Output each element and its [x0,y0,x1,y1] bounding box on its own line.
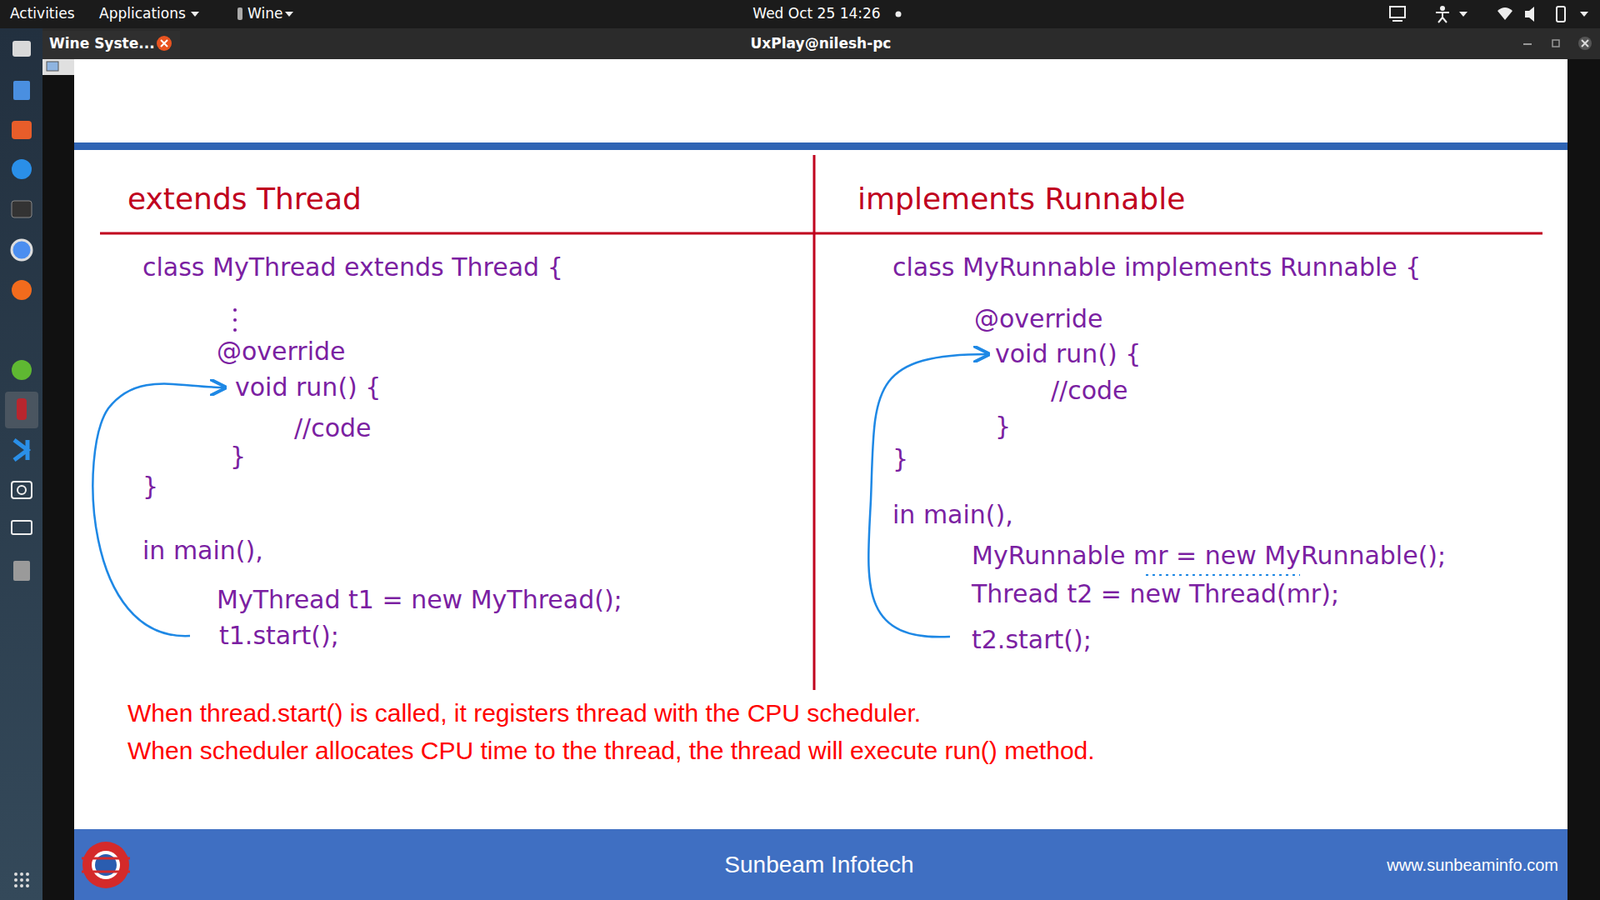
tray-icons [1390,5,1589,23]
footer-brand: Sunbeam Infotech [724,850,914,880]
dropdown-arrow [1580,11,1589,17]
software-icon [11,120,32,140]
column-heading: implements Runnable [857,180,1185,217]
popup-window: Wine Syste... [42,30,189,75]
minimize-button [1523,43,1532,45]
battery-icon [1556,6,1565,22]
close-button [1578,36,1592,50]
logo-ring [82,841,130,889]
column-heading: extends Thread [127,180,362,217]
note-text: When scheduler allocates CPU time to the… [127,735,1095,766]
spring-icon [11,360,32,380]
dock-icons [5,40,39,888]
logo-stripes [81,858,130,872]
apps-grid [14,872,30,888]
popup-close-cross [160,40,168,47]
vscode-icon [14,440,28,460]
camera-lens [17,485,26,495]
code-line: @override [974,304,1104,335]
screen-stand [1392,20,1403,22]
dock [0,28,43,900]
code-line: } [142,471,159,502]
disk-icon [13,560,30,581]
accessibility-icon [1440,5,1445,11]
maximize-button [1552,40,1560,47]
popup-icon [46,61,59,71]
footer-band [74,829,1568,900]
slide [74,59,1568,830]
code-line: Thread t2 = new Thread(mr); [971,579,1340,610]
code-line: //code [1050,375,1129,406]
code-line: void run() { [235,372,381,403]
code-line: MyRunnable mr = new MyRunnable(); [971,540,1446,571]
writer-icon [13,80,30,100]
window-title-bar: UxPlay@nilesh-pc [42,28,1600,60]
dotted-link [1145,574,1300,576]
code-line: void run() { [995,339,1141,370]
accessibility-body [1435,12,1450,23]
camera-icon [11,481,32,499]
code-line: } [230,441,246,472]
firefox-icon [11,280,32,300]
window-title-bar [42,28,1600,60]
logo-globe [91,850,120,880]
display-icon [11,520,32,535]
note-text: When thread.start() is called, it regist… [127,698,921,729]
menu-item: Wine [247,5,283,22]
top-bar: Activities Applications Wine Wed Oct 25 14:… [0,0,1600,29]
code-line: //code [294,413,372,444]
slide-top-rule [74,142,1568,150]
close-cross [1581,40,1589,47]
call-arrow [92,384,225,637]
wifi-icon [1497,7,1513,20]
popup-header [42,30,180,60]
active-app-highlight [5,391,39,429]
call-arrow [868,354,989,637]
screen-icon [1390,6,1405,18]
dropdown-arrow [190,11,200,17]
help-icon [11,159,32,180]
terminal-icon [11,200,32,218]
code-line: } [892,444,909,475]
popup-title: Wine Syste... [49,35,155,52]
code-line: class MyRunnable implements Runnable { [892,252,1421,283]
files-icon [12,40,31,57]
top-bar [0,0,1600,29]
chromium-icon [11,240,32,260]
notification-dot [895,11,902,18]
ellipsis-dots [233,308,237,332]
dropdown-arrow [285,11,294,17]
code-line: MyThread t1 = new MyThread(); [216,585,623,615]
code-line: class MyThread extends Thread { [142,252,564,283]
heading-rule [100,232,1543,235]
volume-icon [1525,6,1535,22]
menu-item: Applications [99,5,186,22]
popup-close [156,35,172,51]
code-line: } [995,411,1011,442]
code-line: t2.start(); [971,625,1092,655]
window-body [42,59,1600,900]
clock: Wed Oct 25 14:26 [752,5,880,22]
window-title: UxPlay@nilesh-pc [750,35,892,52]
code-line: @override [216,336,346,367]
menu-item: Activities [10,5,75,22]
column-divider [813,155,816,690]
code-line: in main(), [142,535,264,566]
wine-icon [16,398,27,420]
footer-url: www.sunbeaminfo.com [1386,855,1559,875]
code-line: in main(), [892,500,1014,530]
code-line: t1.start(); [219,620,340,651]
dropdown-arrow [1459,11,1468,17]
footer-band: Sunbeam Infotech www.sunbeaminfo.com [74,829,1568,900]
wine-glass-icon [237,7,243,20]
